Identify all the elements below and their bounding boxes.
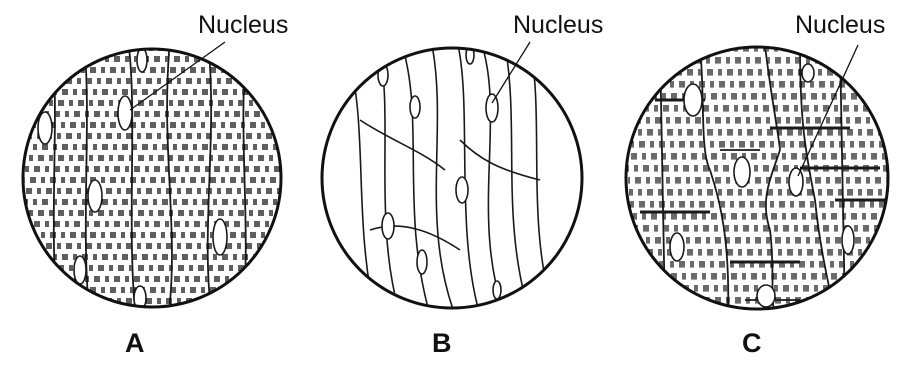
panel-letter-b: B bbox=[432, 328, 452, 358]
nucleus-label-b: Nucleus bbox=[513, 11, 603, 39]
panel-b: Nucleus B bbox=[322, 11, 603, 358]
nuclei-b bbox=[378, 46, 501, 299]
nucleus-label-c: Nucleus bbox=[795, 11, 885, 39]
panel-letter-a: A bbox=[125, 328, 145, 358]
panel-letter-c: C bbox=[742, 328, 762, 358]
smooth-muscle-fibers bbox=[345, 45, 555, 315]
panel-c: Nucleus C bbox=[626, 11, 888, 358]
nucleus-label-a: Nucleus bbox=[198, 11, 288, 39]
panel-a: Nucleus A bbox=[23, 11, 288, 358]
skeletal-muscle-fibers bbox=[23, 40, 283, 320]
